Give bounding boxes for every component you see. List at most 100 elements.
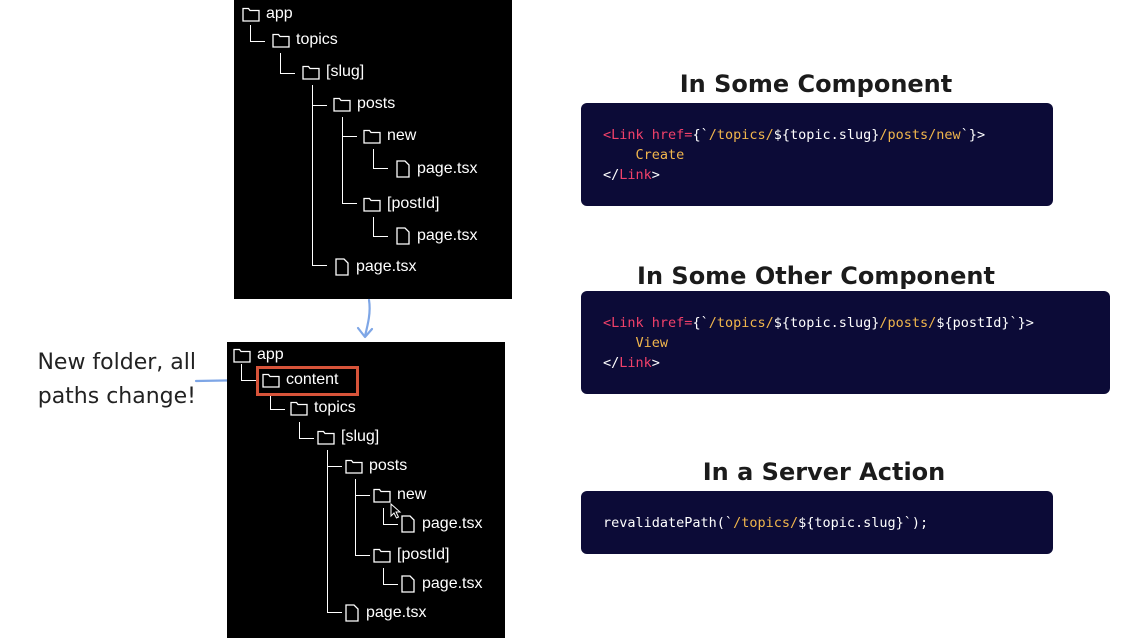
code-token: ` [724,515,734,531]
code-token: View [603,335,669,351]
tree-folder-posts[interactable]: posts [333,96,395,112]
code-line: </Link> [603,353,1034,373]
code-token: ); [911,515,929,531]
code-token: /topics/ [733,515,799,531]
tree-file-page[interactable]: page.tsx [334,258,416,276]
tree-label: new [397,486,427,503]
folder-icon [363,129,381,144]
code-content: revalidatePath(`/topics/${topic.slug}`); [603,513,928,533]
tree-folder-new[interactable]: new [363,128,416,144]
folder-icon [233,348,251,363]
tree-label: topics [296,31,338,48]
code-token: Link [619,167,652,183]
file-icon [396,160,410,178]
code-token: Link [611,127,644,143]
tree-label: content [286,371,339,388]
tree-connector [355,479,370,556]
file-icon [401,575,415,593]
tree-folder-postid[interactable]: [postId] [363,196,439,212]
tree-connector [373,149,388,169]
code-token: > [651,167,660,183]
tree-label: page.tsx [417,227,478,244]
tree-connector [280,53,295,74]
mouse-cursor-icon [390,503,402,519]
tree-label: topics [314,399,356,416]
tree-connector [373,217,388,237]
tree-folder-slug[interactable]: [slug] [317,429,379,445]
tree-file-page[interactable]: page.tsx [395,160,477,178]
tree-connector [250,25,265,42]
tree-label: [postId] [387,195,440,212]
tree-label: page.tsx [366,604,427,621]
tree-connector [383,568,398,585]
section-heading: In Some Other Component [637,262,995,290]
tree-folder-app[interactable]: app [242,6,293,22]
tree-connector [327,450,342,467]
section-heading: In Some Component [679,70,953,98]
folder-icon [242,7,260,22]
code-token: ${topic.slug} [798,515,904,531]
tree-file-page[interactable]: page.tsx [400,575,482,593]
down-arrow-icon [356,298,374,339]
tree-folder-content[interactable]: content [262,372,338,388]
tree-label: posts [357,95,396,112]
tree-folder-topics[interactable]: topics [272,32,338,48]
code-token: > [651,355,660,371]
tree-label: page.tsx [422,575,483,592]
tree-connector [355,479,370,496]
note-line: New folder, all [37,350,196,375]
code-token: /topics/ [708,127,774,143]
file-icon [396,227,410,245]
tree-label: app [266,5,293,22]
tree-file-page[interactable]: page.tsx [400,515,482,533]
tree-folder-topics[interactable]: topics [290,400,356,416]
code-token: ` [903,515,912,531]
tree-file-page[interactable]: page.tsx [344,604,426,622]
tree-folder-postid[interactable]: [postId] [373,547,449,563]
new-folder-highlight [256,366,359,396]
tree-folder-new[interactable]: new [373,487,426,503]
folder-icon [373,488,391,503]
code-token: ${topic.slug} [773,127,880,143]
code-block: revalidatePath(`/topics/${topic.slug}`); [581,491,1053,554]
tree-file-page[interactable]: page.tsx [395,227,477,245]
code-token: ${topic.slug} [773,315,880,331]
code-line: View [603,333,1034,353]
folder-icon [345,459,363,474]
note-line: paths change! [37,384,196,409]
code-token: href= [643,315,693,331]
folder-icon [262,373,280,388]
tree-connector [342,117,357,137]
tree-folder-slug[interactable]: [slug] [302,64,364,80]
folder-icon [317,430,335,445]
tree-folder-posts[interactable]: posts [345,458,407,474]
code-token: ${postId} [936,315,1010,331]
tree-connector [383,508,398,525]
code-line: </Link> [603,165,985,185]
file-icon [401,515,415,533]
code-token: < [603,127,612,143]
code-token: </ [603,167,620,183]
folder-icon [363,197,381,212]
tree-connector [312,85,327,106]
code-token: /topics/ [708,315,774,331]
folder-icon [333,97,351,112]
code-content: <Link href={`/topics/${topic.slug}/posts… [603,313,1034,373]
code-block: <Link href={`/topics/${topic.slug}/posts… [581,103,1053,206]
bottom-file-tree: app content topics [slug] posts new page… [227,342,505,638]
section-heading: In a Server Action [702,458,946,486]
code-line: revalidatePath(`/topics/${topic.slug}`); [603,513,928,533]
code-token: /posts/new [879,127,961,143]
code-content: <Link href={`/topics/${topic.slug}/posts… [603,125,985,185]
tree-label: new [387,127,417,144]
tree-label: [postId] [397,546,450,563]
tree-folder-app[interactable]: app [233,347,284,363]
code-token: href= [643,127,693,143]
code-line: Create [603,145,985,165]
code-token: {` [692,127,709,143]
tree-label: [slug] [326,63,365,80]
tree-connector [312,85,327,266]
file-icon [345,604,359,622]
code-token: Link [611,315,644,331]
code-token: `}> [960,127,986,143]
